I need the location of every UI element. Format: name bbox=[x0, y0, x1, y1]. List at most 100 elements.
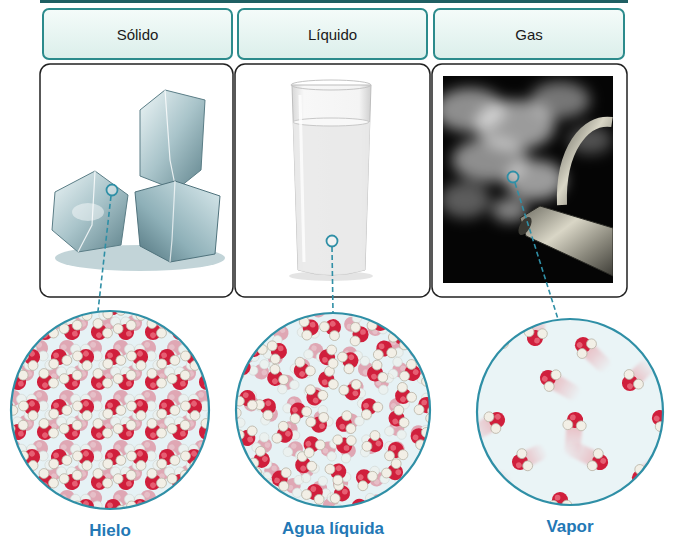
illustration-part bbox=[231, 492, 244, 505]
illustration-part bbox=[304, 383, 317, 396]
water-molecule bbox=[100, 446, 127, 470]
illustration-part bbox=[329, 320, 337, 328]
water-molecule bbox=[139, 467, 168, 496]
illustration-part bbox=[219, 299, 232, 312]
illustration-part bbox=[395, 316, 416, 337]
illustration-part bbox=[424, 342, 432, 350]
illustration-part bbox=[231, 308, 242, 319]
illustration-part bbox=[424, 303, 441, 320]
illustration-part bbox=[177, 492, 190, 505]
water-molecule bbox=[318, 345, 339, 370]
illustration-part bbox=[37, 417, 51, 431]
water-molecule bbox=[107, 285, 136, 313]
illustration-part bbox=[209, 376, 223, 390]
illustration-part bbox=[125, 349, 139, 363]
liquid-molecules bbox=[215, 290, 450, 530]
water-molecule bbox=[616, 368, 645, 397]
illustration-part bbox=[377, 384, 389, 396]
illustration-part bbox=[17, 380, 24, 387]
illustration-part bbox=[367, 304, 374, 311]
illustration-part bbox=[253, 515, 266, 528]
illustration-part bbox=[2, 337, 24, 359]
illustration-part bbox=[434, 381, 441, 388]
illustration-part bbox=[397, 513, 411, 527]
illustration-part bbox=[584, 337, 598, 351]
illustration-part bbox=[222, 293, 230, 301]
illustration-part bbox=[133, 292, 146, 305]
illustration-part bbox=[226, 451, 249, 474]
illustration-part bbox=[371, 400, 385, 414]
illustration-part bbox=[219, 294, 233, 308]
water-molecule bbox=[154, 396, 181, 420]
illustration-part bbox=[570, 414, 576, 420]
illustration-part bbox=[256, 509, 264, 517]
illustration-part bbox=[125, 480, 132, 487]
illustration-part bbox=[318, 422, 325, 429]
illustration-part bbox=[179, 449, 193, 463]
illustration-part bbox=[412, 482, 423, 493]
illustration-part bbox=[334, 292, 347, 305]
illustration-part bbox=[549, 368, 563, 382]
illustration-part bbox=[432, 448, 444, 460]
illustration-part bbox=[165, 90, 176, 190]
illustration-part bbox=[317, 475, 328, 486]
illustration-part bbox=[576, 420, 587, 431]
illustration-part bbox=[224, 472, 244, 492]
illustration-part bbox=[293, 295, 304, 306]
water-molecule bbox=[389, 380, 418, 410]
illustration-part bbox=[246, 399, 258, 411]
illustration-part bbox=[430, 474, 441, 485]
illustration-part bbox=[311, 345, 317, 351]
water-molecule bbox=[220, 319, 247, 343]
water-molecule bbox=[336, 346, 363, 375]
illustration-part bbox=[112, 473, 124, 485]
illustration-part bbox=[360, 439, 374, 453]
illustration-part bbox=[373, 349, 384, 360]
illustration-part bbox=[575, 347, 589, 361]
illustration-part bbox=[398, 449, 409, 460]
illustration-part bbox=[413, 473, 435, 495]
water-molecule bbox=[193, 317, 222, 346]
illustration-part bbox=[35, 291, 43, 299]
water-molecule bbox=[17, 443, 46, 472]
illustration-part bbox=[622, 368, 636, 382]
illustration-part bbox=[0, 358, 6, 370]
illustration-part bbox=[196, 321, 219, 344]
illustration-part bbox=[0, 502, 6, 509]
illustration-part bbox=[53, 352, 60, 359]
illustration-part bbox=[177, 292, 190, 305]
water-molecule bbox=[220, 469, 247, 493]
illustration-part bbox=[373, 307, 387, 321]
illustration-part bbox=[348, 496, 370, 518]
illustration-part bbox=[203, 331, 211, 339]
illustration-part bbox=[636, 477, 644, 485]
illustration-part bbox=[555, 495, 561, 501]
circle-border bbox=[236, 313, 430, 507]
illustration-part bbox=[410, 335, 423, 348]
illustration-part bbox=[71, 330, 78, 337]
illustration-part bbox=[179, 319, 191, 331]
illustration-part bbox=[255, 303, 266, 314]
illustration-part bbox=[211, 447, 231, 467]
illustration-part bbox=[179, 299, 193, 313]
illustration-part bbox=[639, 333, 651, 345]
illustration-part bbox=[135, 181, 220, 262]
illustration-part bbox=[11, 465, 24, 478]
illustration-part bbox=[491, 325, 504, 338]
illustration-part bbox=[247, 436, 254, 443]
illustration-part bbox=[15, 492, 28, 505]
illustration-part bbox=[169, 454, 181, 466]
water-molecule bbox=[215, 294, 244, 322]
water-molecule bbox=[411, 491, 436, 513]
illustration-part bbox=[419, 495, 439, 515]
state-name: Sólido bbox=[107, 26, 169, 43]
illustration-part bbox=[25, 292, 38, 305]
illustration-part bbox=[211, 397, 231, 417]
illustration-part bbox=[421, 399, 427, 405]
water-molecule bbox=[208, 296, 235, 320]
illustration-part bbox=[641, 473, 655, 487]
molecule-view: Hielo bbox=[9, 309, 211, 542]
illustration-part bbox=[265, 509, 278, 522]
water-molecule bbox=[323, 457, 351, 487]
water-molecule bbox=[289, 450, 318, 479]
